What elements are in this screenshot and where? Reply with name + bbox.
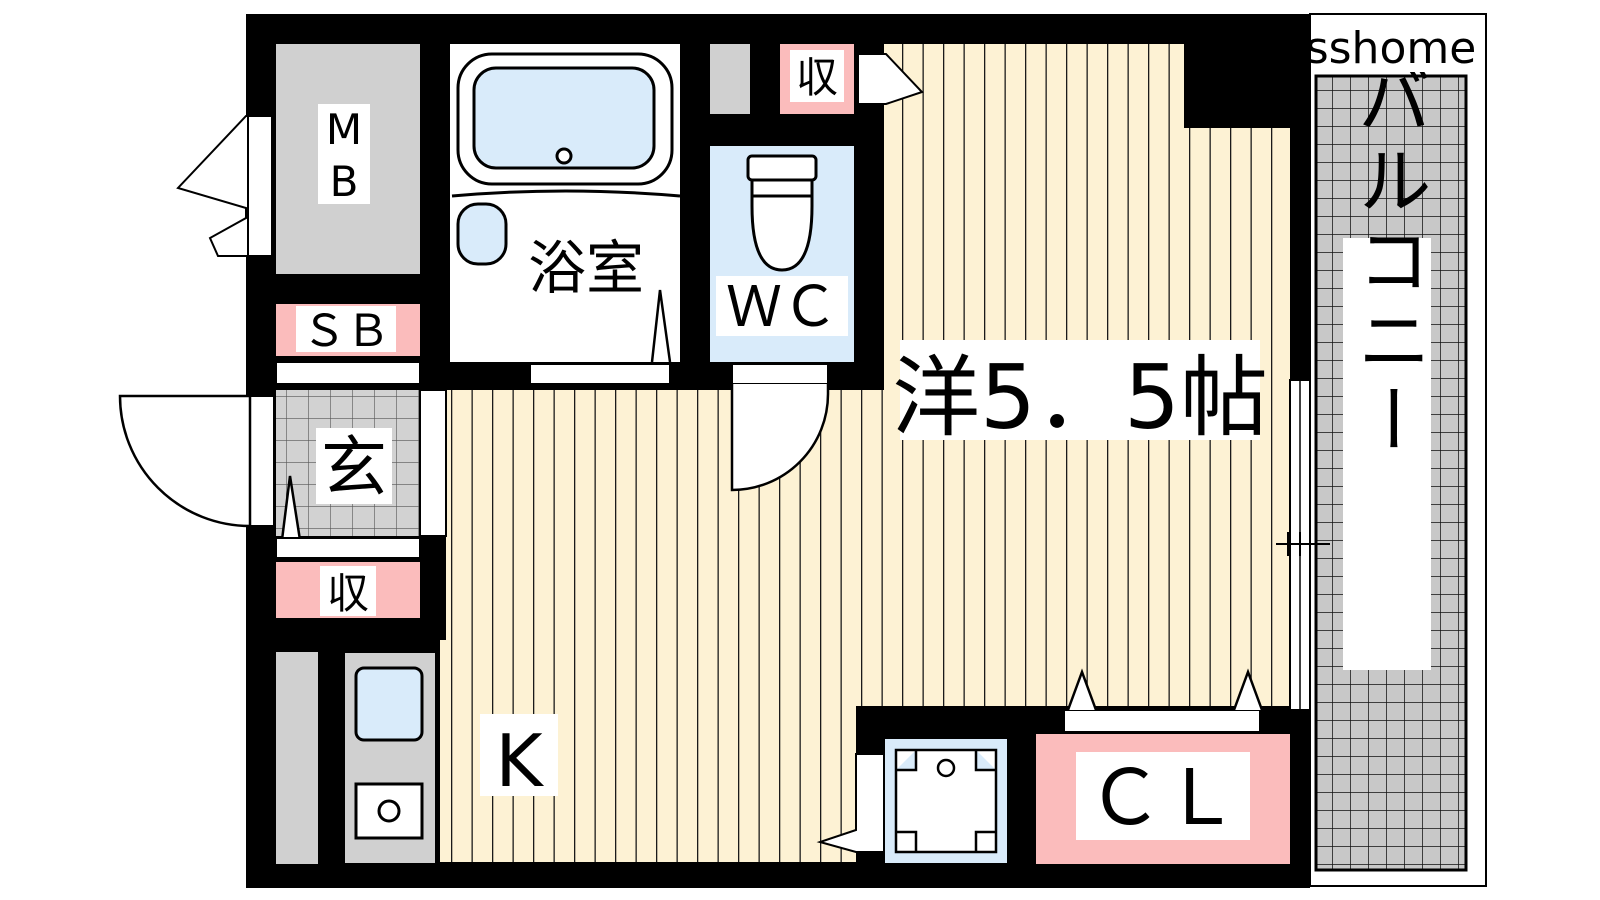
entrance-door	[118, 394, 252, 528]
mb-door	[176, 115, 251, 257]
storage-entry-label: 収	[327, 569, 369, 618]
toilet-bowl	[750, 178, 814, 272]
closet-door-swing-left	[1066, 668, 1098, 711]
closet-label: ＣＬ	[1087, 753, 1239, 842]
kitchen-label-bg	[480, 714, 558, 796]
fridge-space	[276, 652, 318, 864]
wc-label-bg	[716, 276, 848, 336]
mb-door-frame	[247, 115, 273, 257]
bathtub-inner	[472, 66, 656, 170]
wc-door-frame	[731, 363, 829, 385]
bath-door-swing	[650, 289, 672, 363]
western-label: 洋5．5帖	[892, 346, 1268, 449]
closet-door	[1063, 709, 1261, 733]
bath-label: 浴室	[528, 234, 644, 302]
wc-door	[730, 384, 830, 492]
window-sash-mark	[1276, 532, 1330, 556]
toilet-tank	[746, 154, 818, 182]
bath-label-bg	[510, 226, 660, 300]
sb-label-bg	[296, 306, 396, 352]
entrance-label-bg	[316, 428, 392, 504]
sb-label: ＳＢ	[302, 306, 390, 357]
wc-label: ＷＣ	[726, 275, 838, 340]
watermark: sshome	[1306, 23, 1477, 74]
entry-storage-door	[275, 537, 421, 559]
bath-divider	[451, 189, 681, 198]
balcony-label: バルコニー	[1345, 62, 1431, 462]
washer-drain	[936, 758, 956, 778]
western-label-bg	[900, 340, 1260, 440]
washer-pan	[894, 748, 998, 854]
closet-label-bg	[1076, 752, 1250, 840]
entrance-door-frame	[249, 395, 275, 527]
mb-label-bg	[318, 104, 370, 204]
washer-door	[816, 753, 885, 853]
mb-label-line1: M	[326, 105, 362, 154]
corner-column	[1184, 44, 1290, 128]
entrance-label: 玄	[321, 429, 387, 506]
balcony-label-bg	[1343, 238, 1431, 670]
kitchen-sink	[354, 666, 424, 742]
wc-pipe-space	[710, 44, 750, 114]
bathtub-drain	[555, 147, 573, 165]
stove	[354, 782, 424, 840]
storage-entry-label-bg	[320, 566, 376, 616]
stove-burner	[377, 799, 401, 823]
entrance-step	[419, 389, 447, 537]
storage-top-label-bg	[790, 50, 844, 102]
kitchen-label: K	[495, 719, 544, 803]
storage-top-door	[857, 53, 924, 105]
closet-door-swing-right	[1232, 668, 1264, 711]
storage-top-label: 収	[796, 53, 838, 102]
sb-door	[275, 361, 421, 385]
watermark-bg	[1316, 18, 1466, 72]
bath-door	[529, 363, 671, 385]
entry-storage-door-swing	[280, 475, 302, 541]
washbasin	[456, 202, 508, 266]
mb-label-line2: B	[330, 157, 359, 206]
